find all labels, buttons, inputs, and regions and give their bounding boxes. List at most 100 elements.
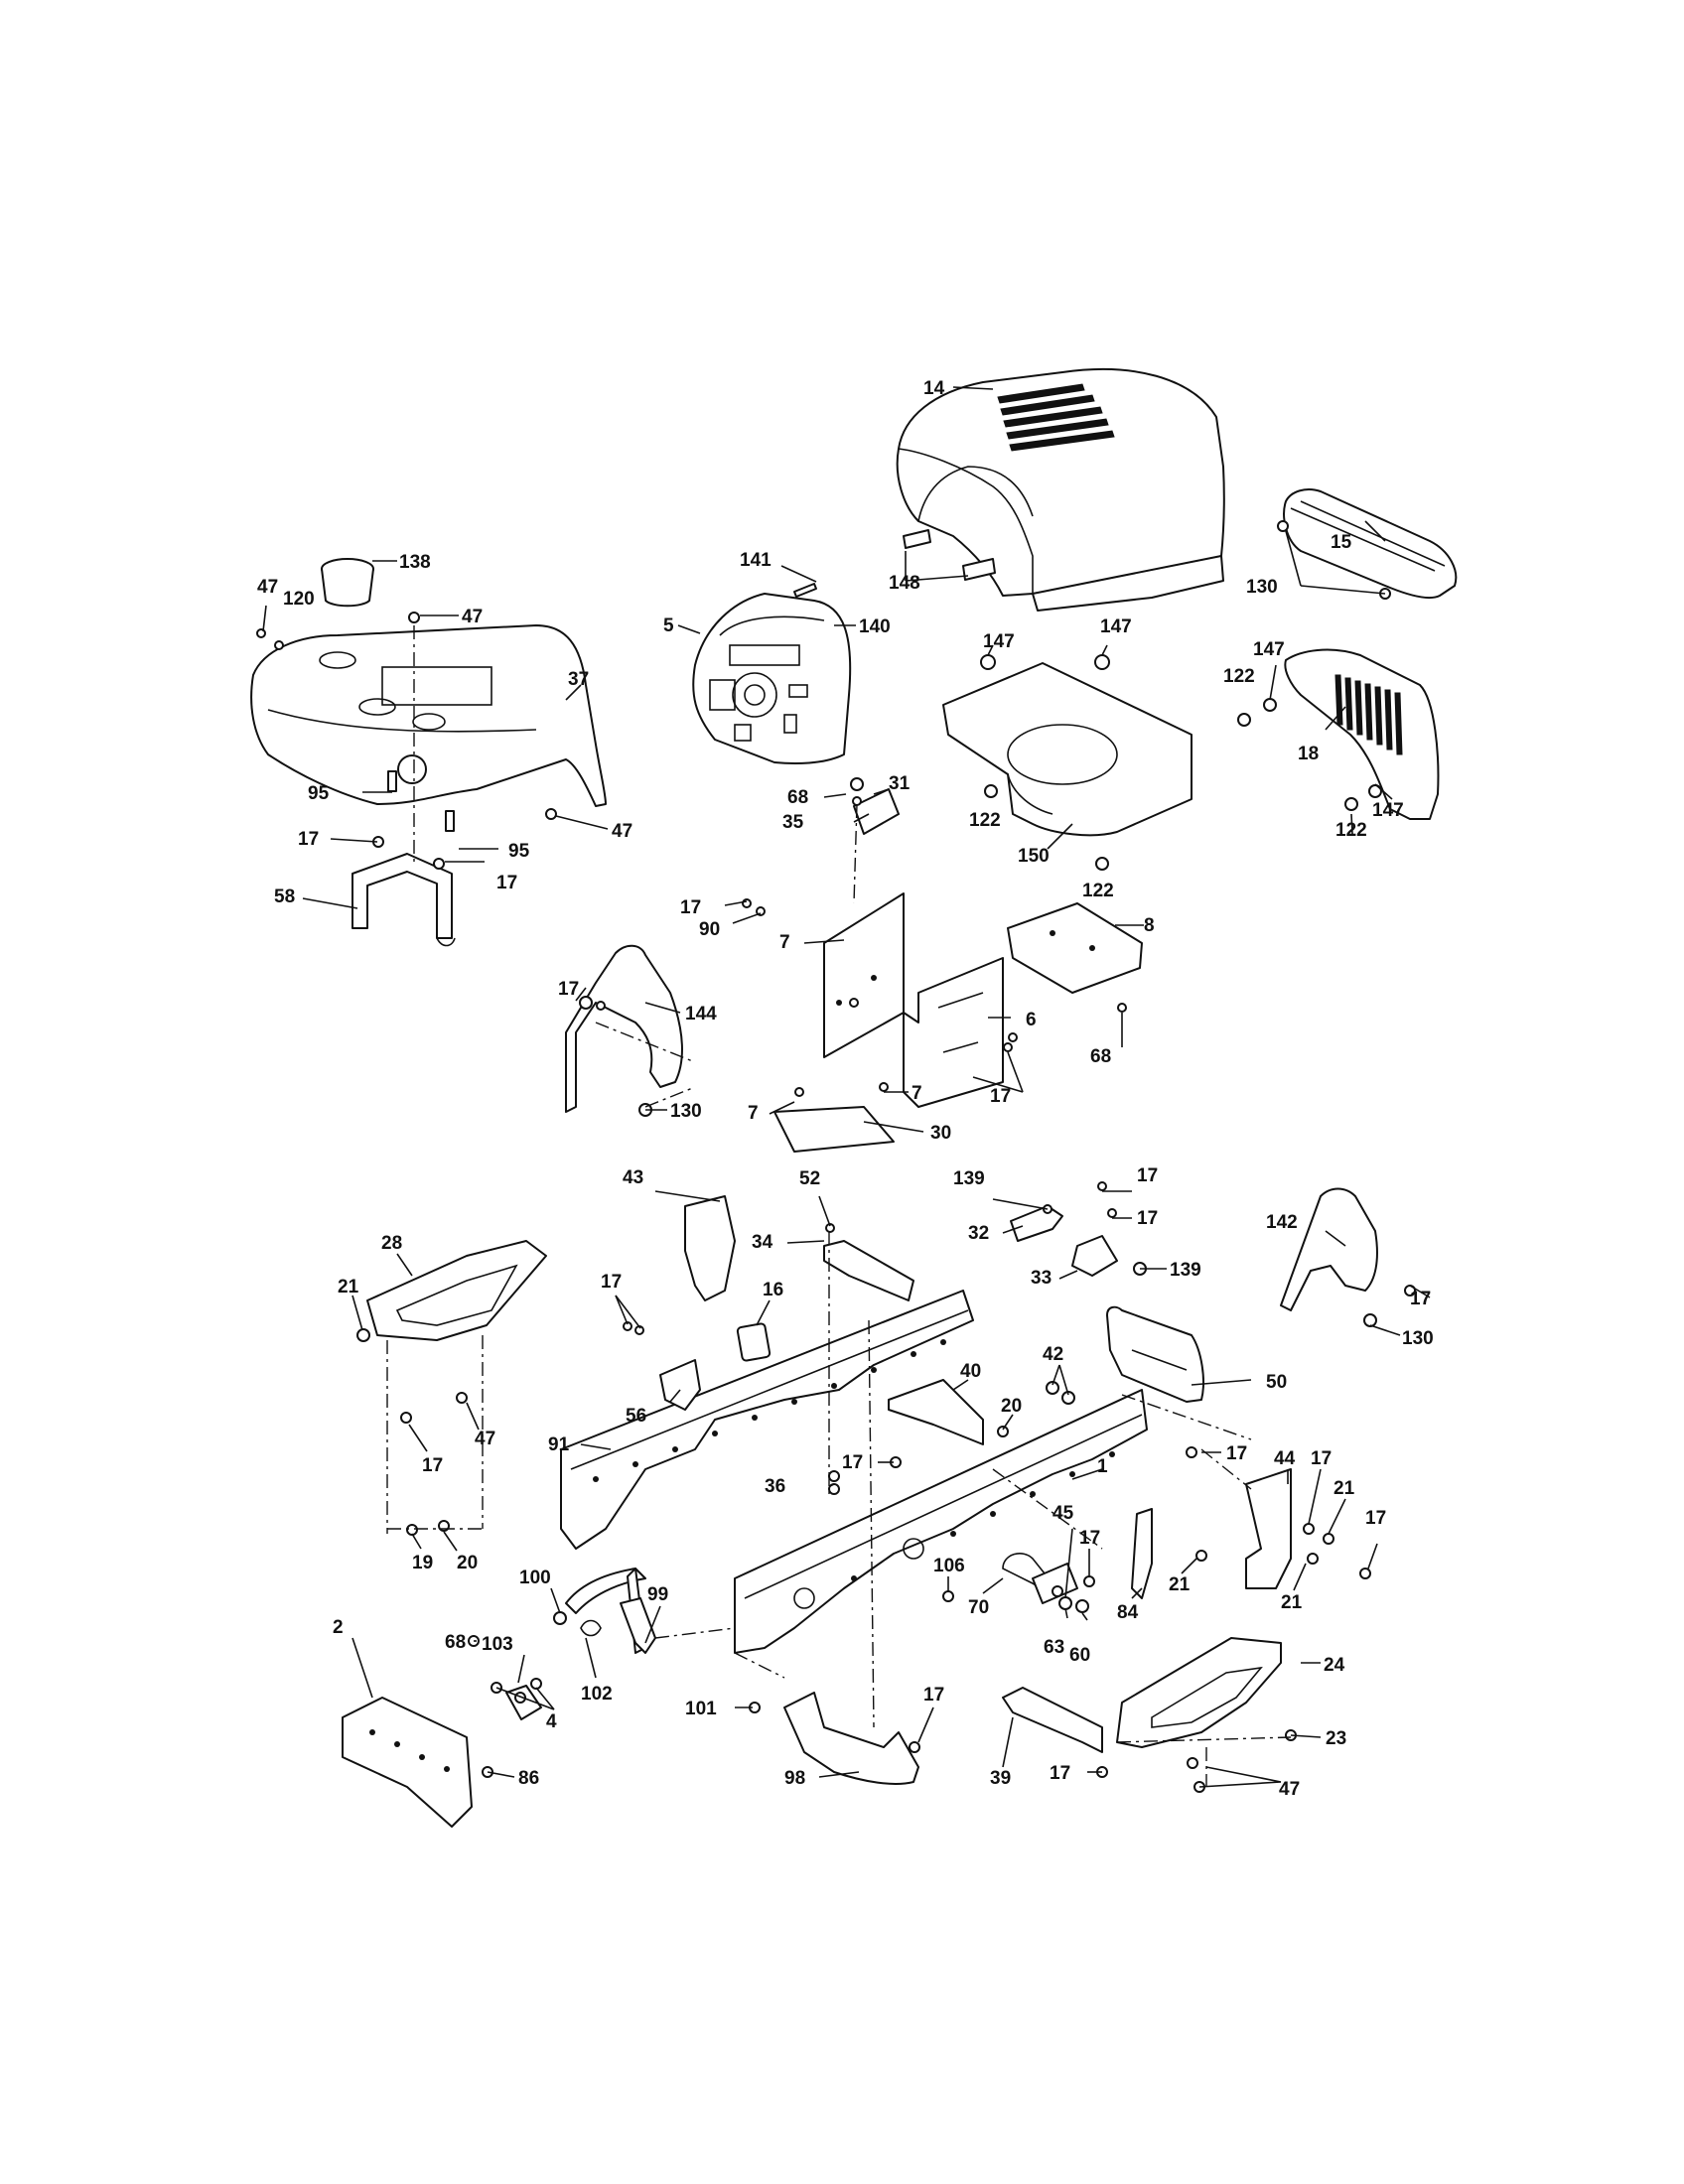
bracket-part-32 (1010, 1205, 1063, 1242)
bracket-part-56 (659, 1359, 701, 1411)
callout-147: 147 (1253, 639, 1285, 660)
callout-98: 98 (784, 1768, 805, 1789)
callout-47: 47 (612, 821, 632, 842)
linkage-part-144 (565, 944, 683, 1113)
callout-21: 21 (1169, 1574, 1191, 1595)
pedal-part-99 (620, 1597, 656, 1654)
lever-part-45 (1032, 1563, 1078, 1604)
callout-139: 139 (1170, 1260, 1201, 1281)
callout-142: 142 (1266, 1212, 1298, 1233)
callout-leader-lines (262, 386, 1431, 1788)
callout-60: 60 (1069, 1645, 1090, 1666)
guard-part-98 (783, 1692, 919, 1785)
callout-19: 19 (412, 1553, 433, 1573)
callout-16: 16 (763, 1280, 783, 1300)
frame-holes-right (851, 1451, 1115, 1581)
callout-8: 8 (1144, 915, 1155, 936)
callout-21: 21 (1281, 1592, 1303, 1613)
frame-rail-part-1 (734, 1389, 1148, 1654)
callout-23: 23 (1326, 1728, 1346, 1749)
callout-21: 21 (338, 1277, 359, 1297)
bracket-part-84 (1131, 1508, 1153, 1599)
callout-122: 122 (969, 810, 1001, 831)
callout-95: 95 (308, 783, 330, 804)
fender-part-37 (250, 624, 607, 807)
callout-91: 91 (548, 1434, 570, 1455)
callout-7: 7 (748, 1103, 759, 1124)
callout-20: 20 (1001, 1396, 1022, 1417)
callout-130: 130 (1402, 1328, 1434, 1349)
callout-17: 17 (496, 873, 517, 893)
panel-part-8 (1007, 902, 1143, 994)
callout-147: 147 (1100, 616, 1132, 637)
footrest-part-28 (366, 1240, 547, 1341)
callout-140: 140 (859, 616, 891, 637)
grille-part-18 (1284, 648, 1440, 820)
callout-5: 5 (663, 615, 674, 636)
callout-90: 90 (699, 919, 720, 940)
callout-52: 52 (799, 1168, 820, 1189)
callout-45: 45 (1052, 1503, 1074, 1524)
key-part-141 (793, 583, 817, 598)
callout-17: 17 (1311, 1448, 1332, 1469)
assembly-phantom-lines (386, 625, 1292, 1787)
callout-68: 68 (445, 1632, 466, 1653)
callout-102: 102 (581, 1684, 613, 1705)
callout-47: 47 (462, 607, 483, 627)
dash-panel-part-5 (692, 593, 852, 765)
callout-1: 1 (1097, 1456, 1108, 1477)
callout-34: 34 (752, 1232, 773, 1253)
callout-84: 84 (1117, 1602, 1139, 1623)
callout-148: 148 (889, 573, 920, 594)
callout-47: 47 (257, 577, 278, 598)
callout-86: 86 (518, 1768, 539, 1789)
frame-rail-part-91 (560, 1290, 974, 1550)
callout-33: 33 (1031, 1268, 1052, 1289)
callout-17: 17 (1410, 1289, 1431, 1309)
callout-17: 17 (1365, 1508, 1386, 1529)
callout-17: 17 (1079, 1528, 1100, 1549)
bottom-panel-part-30 (773, 1106, 895, 1153)
callout-2: 2 (333, 1617, 344, 1638)
callout-6: 6 (1026, 1010, 1037, 1030)
callout-120: 120 (283, 589, 315, 610)
callout-4: 4 (546, 1711, 557, 1732)
callout-18: 18 (1298, 744, 1319, 764)
grille-slots (1334, 674, 1403, 755)
callout-17: 17 (1226, 1443, 1247, 1464)
callout-39: 39 (990, 1768, 1011, 1789)
callout-101: 101 (685, 1699, 717, 1719)
callout-147: 147 (983, 631, 1015, 652)
footrest-part-24 (1116, 1637, 1282, 1748)
callout-106: 106 (933, 1556, 965, 1576)
callout-68: 68 (1090, 1046, 1111, 1067)
callout-17: 17 (422, 1455, 443, 1476)
hood-pan-part-150 (942, 662, 1193, 837)
callout-28: 28 (381, 1233, 402, 1254)
callout-7: 7 (912, 1083, 922, 1104)
bracket-part-34 (823, 1240, 914, 1301)
bracket-part-31 (853, 788, 900, 835)
callout-68: 68 (787, 787, 808, 808)
callout-17: 17 (298, 829, 319, 850)
callout-37: 37 (568, 669, 589, 690)
callout-130: 130 (670, 1101, 702, 1122)
callout-47: 47 (1279, 1779, 1300, 1800)
bushing-part-16 (736, 1322, 772, 1362)
callout-36: 36 (765, 1476, 785, 1497)
callout-17: 17 (923, 1685, 944, 1706)
callout-30: 30 (930, 1123, 951, 1144)
callout-35: 35 (782, 812, 804, 833)
callout-141: 141 (740, 550, 772, 571)
bracket-part-33 (1071, 1235, 1118, 1277)
callout-42: 42 (1043, 1344, 1063, 1365)
callout-122: 122 (1335, 820, 1367, 841)
callout-138: 138 (399, 552, 431, 573)
callout-17: 17 (842, 1452, 863, 1473)
spring-part-102 (580, 1619, 602, 1637)
callout-58: 58 (274, 887, 295, 907)
callout-130: 130 (1246, 577, 1278, 598)
callout-103: 103 (482, 1634, 513, 1655)
callout-144: 144 (685, 1004, 717, 1024)
callout-47: 47 (475, 1429, 495, 1449)
